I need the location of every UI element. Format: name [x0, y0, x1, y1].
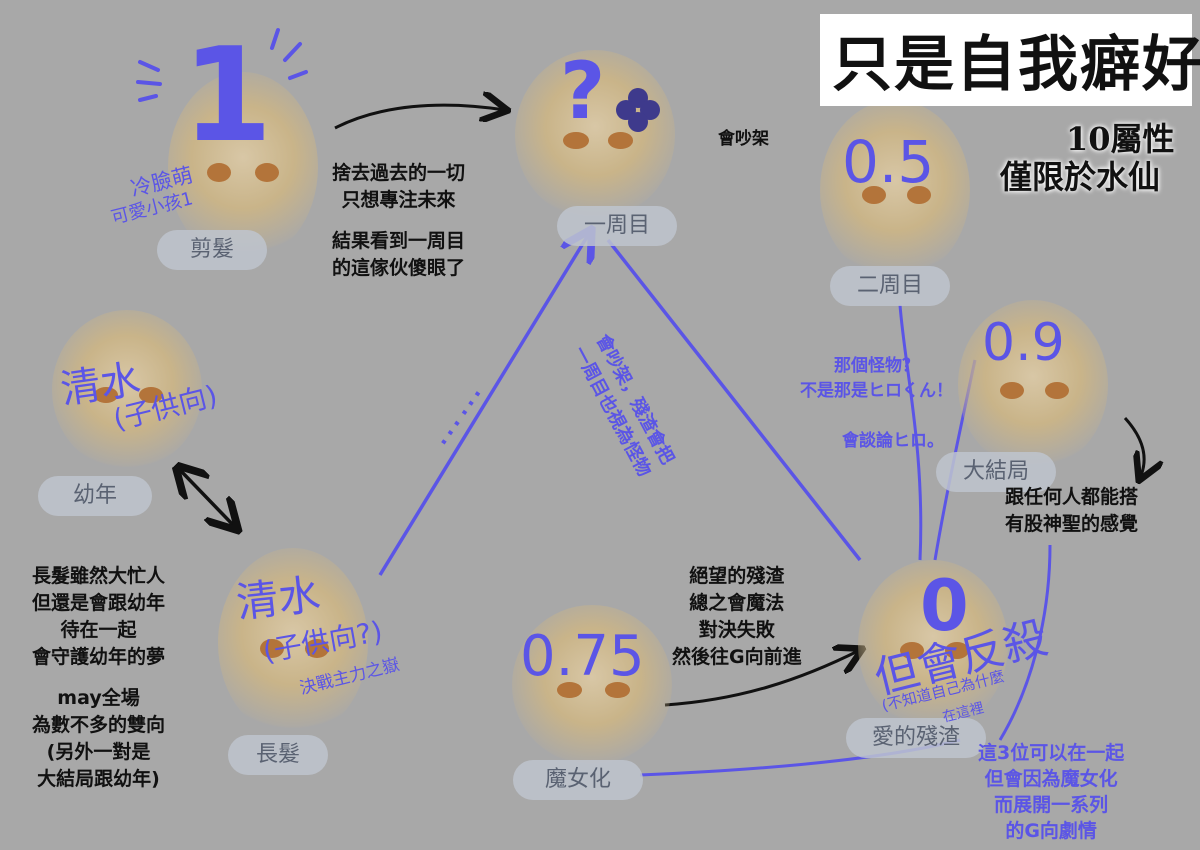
note-line [332, 214, 465, 228]
note-line: 但會因為魔女化 [984, 768, 1118, 790]
score-scum: 0 [920, 565, 969, 647]
note-line: 長髮雖然大忙人 [32, 565, 166, 587]
node-cut-hair-label: 剪髮 [157, 230, 267, 270]
note-line: 不是那是ヒロくん！ [800, 381, 953, 401]
note-line: 跟任何人都能搭 [1005, 486, 1139, 508]
character-childhood-portrait [52, 310, 202, 470]
flower-icon [616, 88, 660, 132]
note-line: 的G向劇情 [1005, 820, 1097, 842]
sparkle-marks [136, 28, 308, 102]
subtitle-line2: 僅限於水仙 [1000, 158, 1161, 196]
note-line: 為數不多的雙向 [32, 714, 166, 736]
character-finale-portrait [958, 300, 1108, 470]
note-line: 但還是會跟幼年 [32, 592, 166, 614]
node-childhood-label: 幼年 [38, 476, 152, 516]
score-first-loop: ? [560, 47, 606, 137]
note-line: 總之會魔法 [689, 592, 785, 614]
note-finale-talk: 會談論ヒロ。 [842, 431, 944, 451]
note-line: 這3位可以在一起 [978, 742, 1125, 764]
note-line: 而展開一系列 [994, 794, 1109, 816]
note-finale-match: 跟任何人都能搭 有股神聖的感覺 [1005, 484, 1138, 538]
line-second-to-scum [898, 304, 923, 561]
note-line: 捨去過去的一切 [332, 162, 466, 184]
arrow-finale-note [1123, 416, 1144, 478]
character-witch-portrait [512, 605, 672, 765]
arrow-witch-to-scum [664, 650, 860, 707]
character-first-loop-portrait [515, 50, 675, 220]
note-long-hair-relation: 長髮雖然大忙人 但還是會跟幼年 待在一起 會守護幼年的夢 may全場 為數不多的… [32, 563, 165, 793]
note-cut-to-first: 捨去過去的一切 只想專注未來 結果看到一周目 的這傢伙傻眼了 [332, 160, 465, 282]
title-backdrop [820, 14, 1192, 106]
note-line: 待在一起 [60, 619, 137, 641]
note-line: 的這傢伙傻眼了 [332, 257, 466, 279]
character-second-loop-portrait [820, 100, 970, 280]
arrow-cut-to-first [334, 105, 505, 130]
note-finale-question: 那個怪物？ 不是那是ヒロくん！ [800, 354, 953, 404]
arrow-childhood-longhair [180, 470, 236, 528]
note-line: (另外一對是 [46, 741, 151, 763]
name-long-hair: 清水 [233, 569, 323, 628]
note-bottom-right: 這3位可以在一起 但會因為魔女化 而展開一系列 的G向劇情 [978, 740, 1124, 844]
score-cut-hair: 1 [182, 19, 273, 171]
line-first-to-scum [606, 238, 862, 562]
character-scum-portrait [858, 560, 1008, 730]
note-line: 對決失敗 [698, 619, 775, 641]
note-line: 然後往G向前進 [672, 646, 802, 668]
node-witch-label: 魔女化 [513, 760, 643, 800]
node-scum-label: 愛的殘渣 [846, 718, 986, 758]
node-first-loop-label: 一周目 [557, 206, 677, 246]
note-line: 會守護幼年的夢 [32, 646, 166, 668]
node-finale-label: 大結局 [936, 452, 1056, 492]
note-line: 有股神聖的感覺 [1005, 513, 1139, 535]
note-line: 大結局跟幼年) [37, 768, 160, 790]
note-witch-to-scum: 絕望的殘渣 總之會魔法 對決失敗 然後往G向前進 [672, 563, 802, 671]
score-witch: 0.75 [520, 624, 645, 689]
note-line: 結果看到一周目 [332, 230, 466, 252]
node-long-hair-label: 長髮 [228, 735, 328, 775]
node-second-loop-label: 二周目 [830, 266, 950, 306]
note-line [32, 671, 165, 685]
subtitle-line1: 10屬性 [1066, 120, 1175, 158]
note-line: 絕望的殘渣 [689, 565, 785, 587]
line-finale-to-bottom [998, 544, 1052, 741]
note-line: 那個怪物？ [834, 356, 919, 376]
arrow-long-to-first [378, 232, 590, 576]
score-second-loop: 0.5 [842, 128, 935, 196]
note-line: may全場 [57, 687, 140, 709]
page-title: 只是自我癖好 [832, 30, 1200, 100]
score-finale: 0.9 [982, 313, 1065, 373]
character-long-hair-portrait [218, 548, 368, 738]
note-fight: 會吵架 [718, 129, 769, 149]
note-line: 只想專注未來 [341, 189, 456, 211]
